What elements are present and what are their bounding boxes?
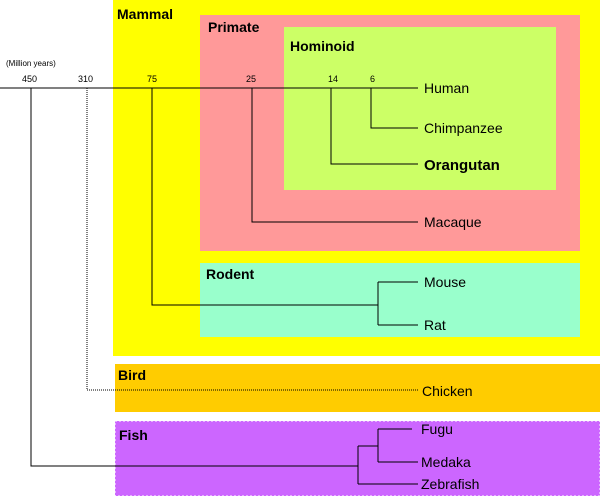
species-chicken: Chicken [422,383,473,399]
species-chimpanzee: Chimpanzee [424,120,503,136]
bird-branch [86,88,418,391]
species-human: Human [424,80,469,96]
rodent-label: Rodent [206,266,255,282]
bird-box [115,364,600,412]
hominoid-box [284,27,556,190]
rodent-branch [151,88,378,306]
chimpanzee-branch [370,88,418,129]
bird-label: Bird [118,367,146,383]
tick-6: 6 [370,74,375,84]
hominoid-label: Hominoid [290,38,355,54]
species-fugu: Fugu [421,421,453,437]
macaque-branch [251,88,418,223]
orangutan-branch [330,88,418,165]
species-zebrafish: Zebrafish [421,476,479,492]
tick-25: 25 [246,74,256,84]
tick-75: 75 [147,74,157,84]
rodent-box [200,263,580,337]
mammal-label: Mammal [117,6,173,22]
species-rat: Rat [424,317,446,333]
fish-branch [30,88,358,467]
species-mouse: Mouse [424,274,466,290]
tick-450: 450 [22,74,37,84]
fish-label: Fish [119,427,148,443]
tick-14: 14 [328,74,338,84]
tick-310: 310 [78,74,93,84]
species-orangutan: Orangutan [424,157,500,174]
timeline-unit-label: (Million years) [6,59,56,68]
primate-label: Primate [208,19,260,35]
species-macaque: Macaque [424,214,482,230]
species-medaka: Medaka [421,454,471,470]
